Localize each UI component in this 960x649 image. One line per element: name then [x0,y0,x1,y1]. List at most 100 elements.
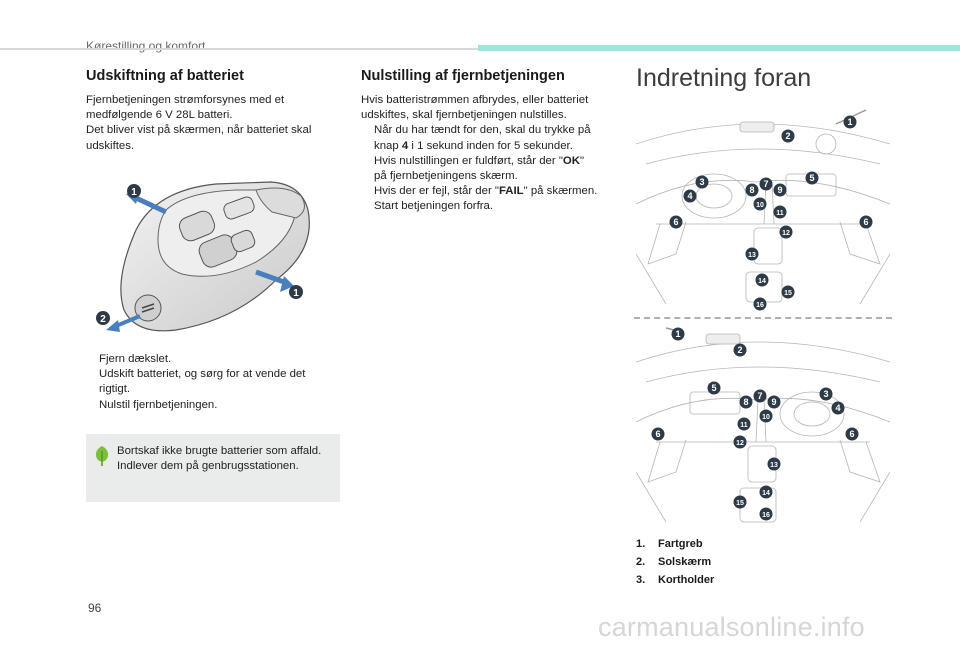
callout-label: 3 [823,389,828,399]
component-list: 1.Fartgreb 2.Solskærm 3. Kortholder [636,535,714,589]
callout-label: 1 [847,117,852,127]
callout-label: 14 [762,490,770,497]
fail-text: FAIL [498,185,524,198]
callout-label: 6 [849,429,854,439]
callout-label: 6 [655,429,660,439]
step-text: " på skærmen. [523,185,598,198]
note-line: Bortskaf ikke brugte batterier som affal… [117,445,322,457]
callout-marker [755,273,769,287]
callout-marker [759,409,773,423]
callout-label: 12 [782,230,790,237]
item-label: Fartgreb [658,538,703,550]
callout-label: 13 [770,462,778,469]
button-number: 4 [401,139,409,152]
step-text: i 1 sekund inden for 5 sekunder. [408,139,573,152]
figure-divider [634,317,892,319]
callout-label: 10 [762,414,770,421]
step-text: " [580,154,585,167]
item-number: 3. [636,574,646,586]
callout-marker [745,183,759,197]
battery-intro: Fjernbetjeningen strømforsynes med et me… [86,93,346,154]
callout-marker [739,395,753,409]
callout-marker [745,247,759,261]
text-line: Hvis batteristrømmen afbrydes, eller bat… [361,94,589,106]
callout-marker [759,485,773,499]
callout-label: 3 [699,177,704,187]
step-text: Hvis nulstillingen er fuldført, står der… [374,154,563,167]
step-text: rigtigt. [99,383,131,396]
section-title-reset: Nulstilling af fjernbetjeningen [361,68,565,84]
list-item: Fjern dækslet. [86,352,346,367]
callout-marker [805,171,819,185]
header-accent-bar [478,45,960,51]
callout-label: 13 [748,252,756,259]
callout-label: 8 [749,185,754,195]
callout-label: 2 [100,314,106,325]
callout-label: 2 [737,345,742,355]
callout-marker [819,387,833,401]
callout-label: 10 [756,202,764,209]
callout-marker [759,507,773,521]
callout-marker [845,427,859,441]
callout-1-top: 1 [127,184,141,198]
page-number: 96 [88,601,102,615]
callout-marker [737,417,751,431]
step-text: knap [374,139,402,152]
section-title-front: Indretning foran [636,64,812,92]
list-item: 2.Solskærm [636,553,714,571]
text-line: udskiftes, skal fjernbetjeningen nulstil… [361,109,567,122]
callout-label: 12 [736,440,744,447]
callout-label: 6 [673,217,678,227]
callout-marker [781,129,795,143]
callout-marker [669,215,683,229]
watermark: carmanualsonline.info [598,612,865,642]
callout-marker [767,395,781,409]
callout-label: 7 [757,391,762,401]
header-rule [0,48,478,50]
callout-marker [671,327,685,341]
callout-label: 14 [758,278,766,285]
callout-2: 2 [96,311,110,325]
environment-note: Bortskaf ikke brugte batterier som affal… [86,434,340,502]
callout-marker [779,225,793,239]
text-line: Fjernbetjeningen strømforsynes med et [86,94,285,106]
callout-marker [753,197,767,211]
reset-body: Hvis batteristrømmen afbrydes, eller bat… [361,93,623,215]
list-item: 3. Kortholder [636,571,714,589]
list-item: Start betjeningen forfra. [361,199,623,214]
section-title-battery: Udskiftning af batteriet [86,68,244,84]
callout-label: 15 [736,500,744,507]
callout-label: 9 [777,185,782,195]
list-item: Når du har tændt for den, skal du trykke… [361,123,623,199]
callout-marker [733,343,747,357]
dashboard-illustration-top [636,109,890,305]
callout-label: 2 [785,131,790,141]
step-text: Hvis der er fejl, står der " [374,185,499,198]
item-label: Kortholder [658,574,715,586]
callout-marker [781,285,795,299]
callout-label: 8 [743,397,748,407]
item-label: Solskærm [658,556,712,568]
callout-1-right: 1 [289,285,303,299]
ok-text: OK [562,154,580,167]
callout-marker [831,401,845,415]
callout-label: 15 [784,290,792,297]
callout-label: 5 [809,173,814,183]
callout-marker [773,183,787,197]
list-item: 1.Fartgreb [636,535,714,553]
key-fob-illustration: 1 1 2 [96,181,310,332]
callout-marker [753,389,767,403]
callout-marker [767,457,781,471]
callout-label: 1 [131,187,137,198]
callout-label: 4 [687,191,692,201]
step-text: Fjern dækslet. [99,353,172,365]
callout-marker [651,427,665,441]
callout-label: 4 [835,403,840,413]
running-header: Kørestilling og komfort [86,39,206,53]
step-text: Når du har tændt for den, skal du trykke… [374,124,591,137]
callout-marker [683,189,697,203]
text-line: udskiftes. [86,139,135,152]
callout-marker [773,205,787,219]
